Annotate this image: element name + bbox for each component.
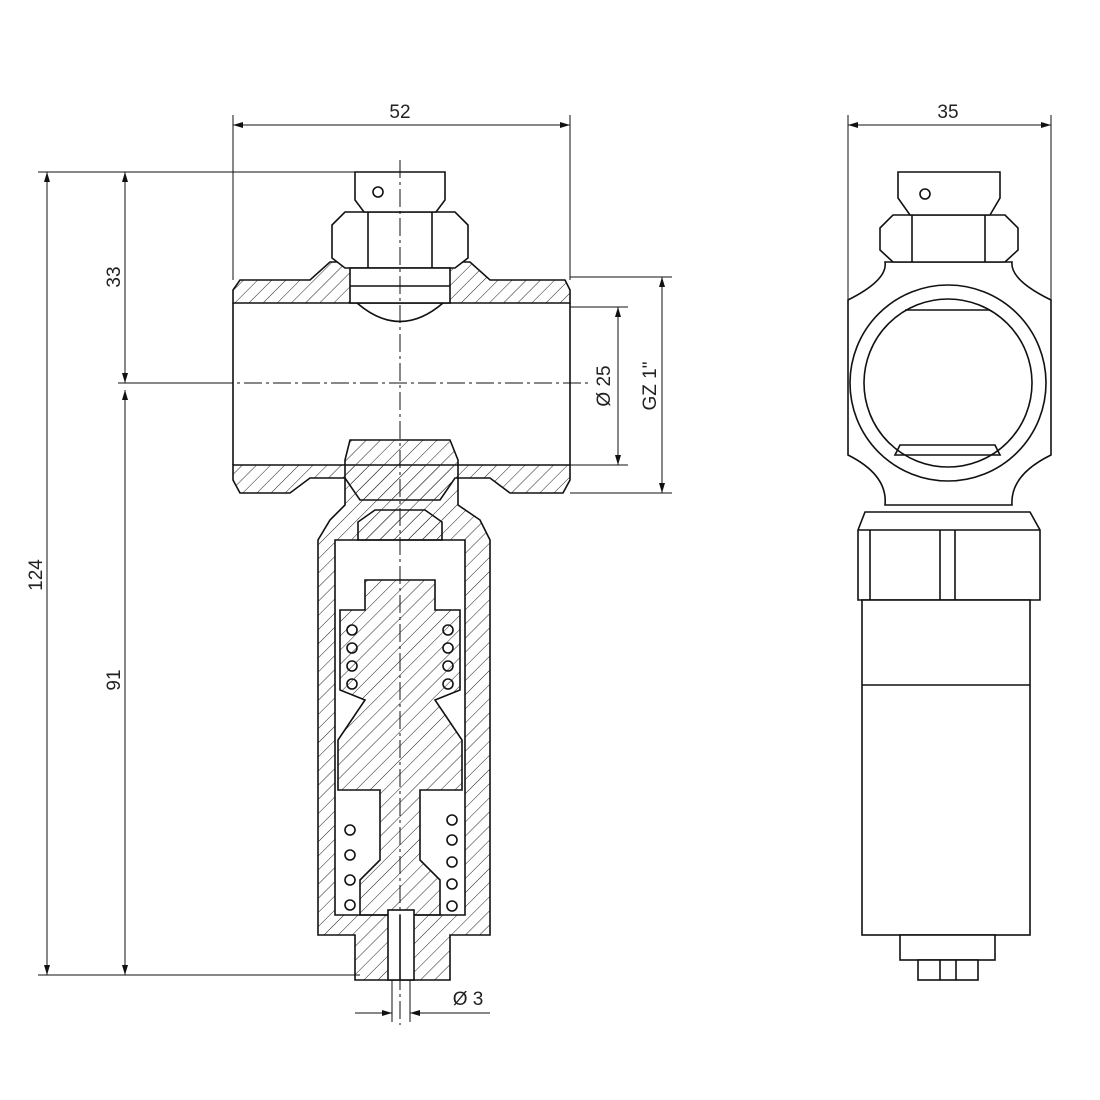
dimension-label: GZ 1"	[640, 362, 661, 411]
dimension-label: Ø 25	[594, 365, 615, 406]
dimension-label: 35	[937, 102, 958, 123]
spring-lower	[344, 814, 458, 912]
dimension-label: Ø 3	[453, 989, 484, 1010]
dimension-thread: GZ 1"	[570, 276, 672, 494]
dimension-label: 124	[26, 559, 47, 591]
front-section-view	[215, 160, 590, 1025]
dimension-bore-diameter: Ø 25	[570, 306, 628, 466]
side-view	[847, 171, 1052, 981]
dimension-width-side: 35	[847, 102, 1052, 300]
dimension-label: 91	[104, 669, 125, 690]
dimension-lower-height: 91	[104, 390, 128, 975]
dimension-upper-height: 33	[104, 172, 233, 384]
dimension-label: 52	[389, 102, 410, 123]
spring-upper	[346, 624, 454, 690]
dimension-total-height: 124	[26, 171, 400, 976]
dimension-width-front: 52	[232, 102, 571, 280]
dimension-outlet-diameter: Ø 3	[355, 975, 490, 1022]
dimension-label: 33	[104, 266, 125, 287]
